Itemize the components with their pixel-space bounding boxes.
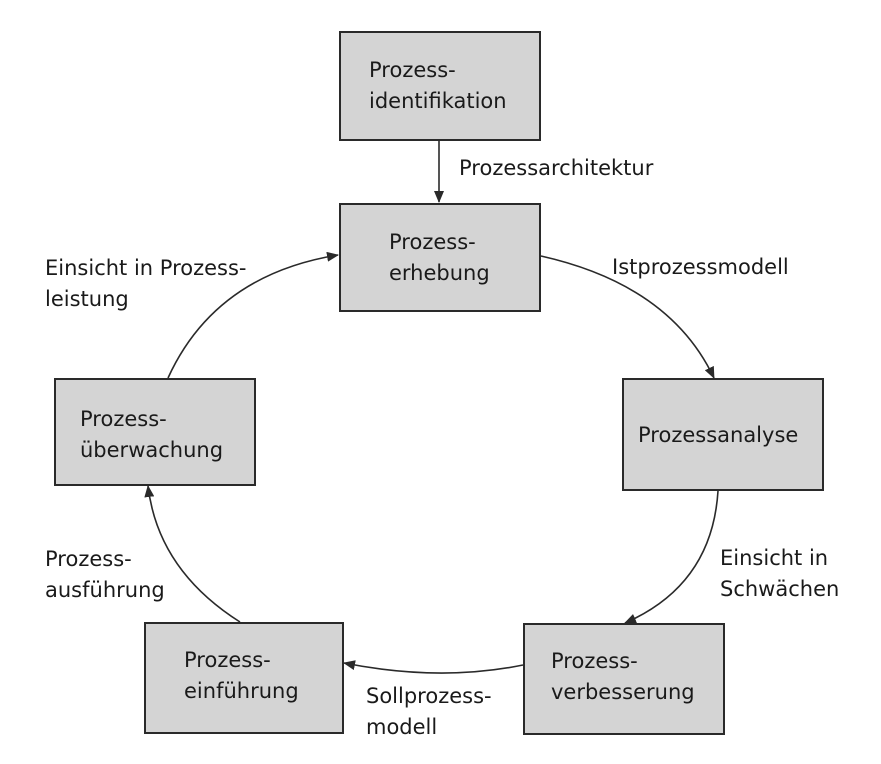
edge-label-einsicht-leistung-line2: leistung [45,287,129,311]
node-prozesseinfuehrung-line1: Prozess- [184,648,271,672]
edge-label-prozessausfuehrung-line1: Prozess- [45,547,132,571]
arrow-ueberwachung-to-erhebung [167,251,339,379]
node-prozessverbesserung-line2: verbesserung [551,680,695,704]
node-prozessueberwachung-line2: überwachung [80,438,224,462]
node-prozessueberwachung: Prozess- überwachung [54,378,256,486]
node-prozessverbesserung-line1: Prozess- [551,649,638,673]
node-prozessidentifikation: Prozess- identifikation [339,31,541,141]
node-prozesserhebung: Prozess- erhebung [339,203,541,312]
arrow-erhebung-to-analyse [540,255,715,379]
node-prozessueberwachung-line1: Prozess- [80,407,167,431]
node-prozessverbesserung: Prozess- verbesserung [523,623,725,735]
node-prozesseinfuehrung-line2: einführung [184,679,299,703]
edge-label-prozessausfuehrung-line2: ausführung [45,578,165,602]
node-prozesseinfuehrung: Prozess- einführung [144,622,344,734]
node-prozessanalyse: Prozessanalyse [622,378,824,491]
edge-label-sollprozessmodell-line2: modell [366,715,438,739]
node-prozesserhebung-line2: erhebung [389,261,490,285]
arrow-analyse-to-verbesserung [624,490,719,624]
arrow-einfuehrung-to-ueberwachung [144,485,241,623]
arrow-verbesserung-to-einfuehrung [343,660,524,674]
node-prozesserhebung-line1: Prozess- [389,230,476,254]
edge-label-sollprozessmodell-line1: Sollprozess- [366,684,492,708]
edge-label-einsicht-leistung-line1: Einsicht in Prozess- [45,256,247,280]
node-prozessidentifikation-line1: Prozess- [369,58,456,82]
node-prozessidentifikation-line2: identifikation [369,89,507,113]
edge-label-einsicht-schwaechen-line2: Schwächen [720,577,840,601]
edge-label-istprozessmodell: Istprozessmodell [612,255,789,279]
edge-label-prozessarchitektur: Prozessarchitektur [459,156,654,180]
edge-label-einsicht-schwaechen-line1: Einsicht in [720,546,829,570]
node-prozessanalyse-line1: Prozessanalyse [638,423,799,447]
